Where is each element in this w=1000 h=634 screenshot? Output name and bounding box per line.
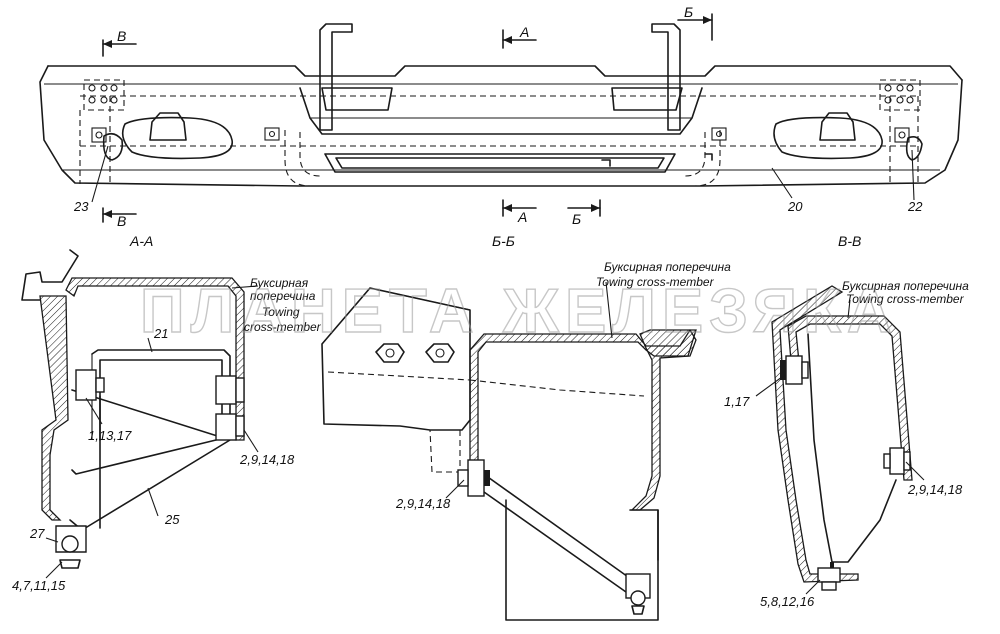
section-mark-b-bottom: Б xyxy=(572,211,581,227)
bumper-callouts: 23 20 22 xyxy=(73,145,923,214)
section-mark-a-top: А xyxy=(519,24,529,40)
callout-22: 22 xyxy=(907,199,923,214)
callout-23: 23 xyxy=(73,199,89,214)
vv-label-towing-ru: Буксирная поперечина xyxy=(842,279,969,293)
callout-27: 27 xyxy=(29,526,45,541)
callout-2-9-14-18-vv: 2,9,14,18 xyxy=(907,482,963,497)
section-mark-v-top: В xyxy=(117,28,126,44)
callout-21: 21 xyxy=(153,326,168,341)
section-markers: В В А А Б Б xyxy=(102,4,713,229)
bumper-front-view xyxy=(39,65,963,187)
section-aa: Буксирная поперечина Towing cross-member… xyxy=(12,249,322,593)
callout-2-9-14-18-aa: 2,9,14,18 xyxy=(239,452,295,467)
view-title-aa: А-А xyxy=(129,233,153,249)
callout-25: 25 xyxy=(164,512,180,527)
callout-5-8-12-16: 5,8,12,16 xyxy=(760,594,815,609)
section-vv: Буксирная поперечина Towing cross-member… xyxy=(724,279,969,609)
callout-2-9-14-18-bb: 2,9,14,18 xyxy=(395,496,451,511)
watermark-text: ПЛАНЕТА ЖЕЛЕЗЯКА xyxy=(140,277,898,346)
bb-label-towing-ru: Буксирная поперечина xyxy=(604,260,731,274)
aa-label-towing-en-2: cross-member xyxy=(244,320,322,334)
section-mark-b-top: Б xyxy=(684,4,693,20)
view-title-bb: Б-Б xyxy=(492,233,515,249)
callout-4-7-11-15: 4,7,11,15 xyxy=(12,578,66,593)
section-mark-a-bottom: А xyxy=(517,209,527,225)
aa-label-towing-ru-2: поперечина xyxy=(250,289,316,303)
section-mark-v-bottom: В xyxy=(117,213,126,229)
towing-cross-member-top-view xyxy=(319,23,683,131)
callout-20: 20 xyxy=(787,199,803,214)
callout-1-13-17: 1,13,17 xyxy=(88,428,132,443)
callout-1-17: 1,17 xyxy=(724,394,750,409)
aa-label-towing-ru-1: Буксирная xyxy=(250,276,309,290)
section-bb: Буксирная поперечина Towing cross-member… xyxy=(321,260,731,621)
view-title-vv: В-В xyxy=(838,233,861,249)
aa-label-towing-en-1: Towing xyxy=(262,305,300,319)
bb-label-towing-en: Towing cross-member xyxy=(596,275,715,289)
vv-label-towing-en: Towing cross-member xyxy=(846,292,965,306)
